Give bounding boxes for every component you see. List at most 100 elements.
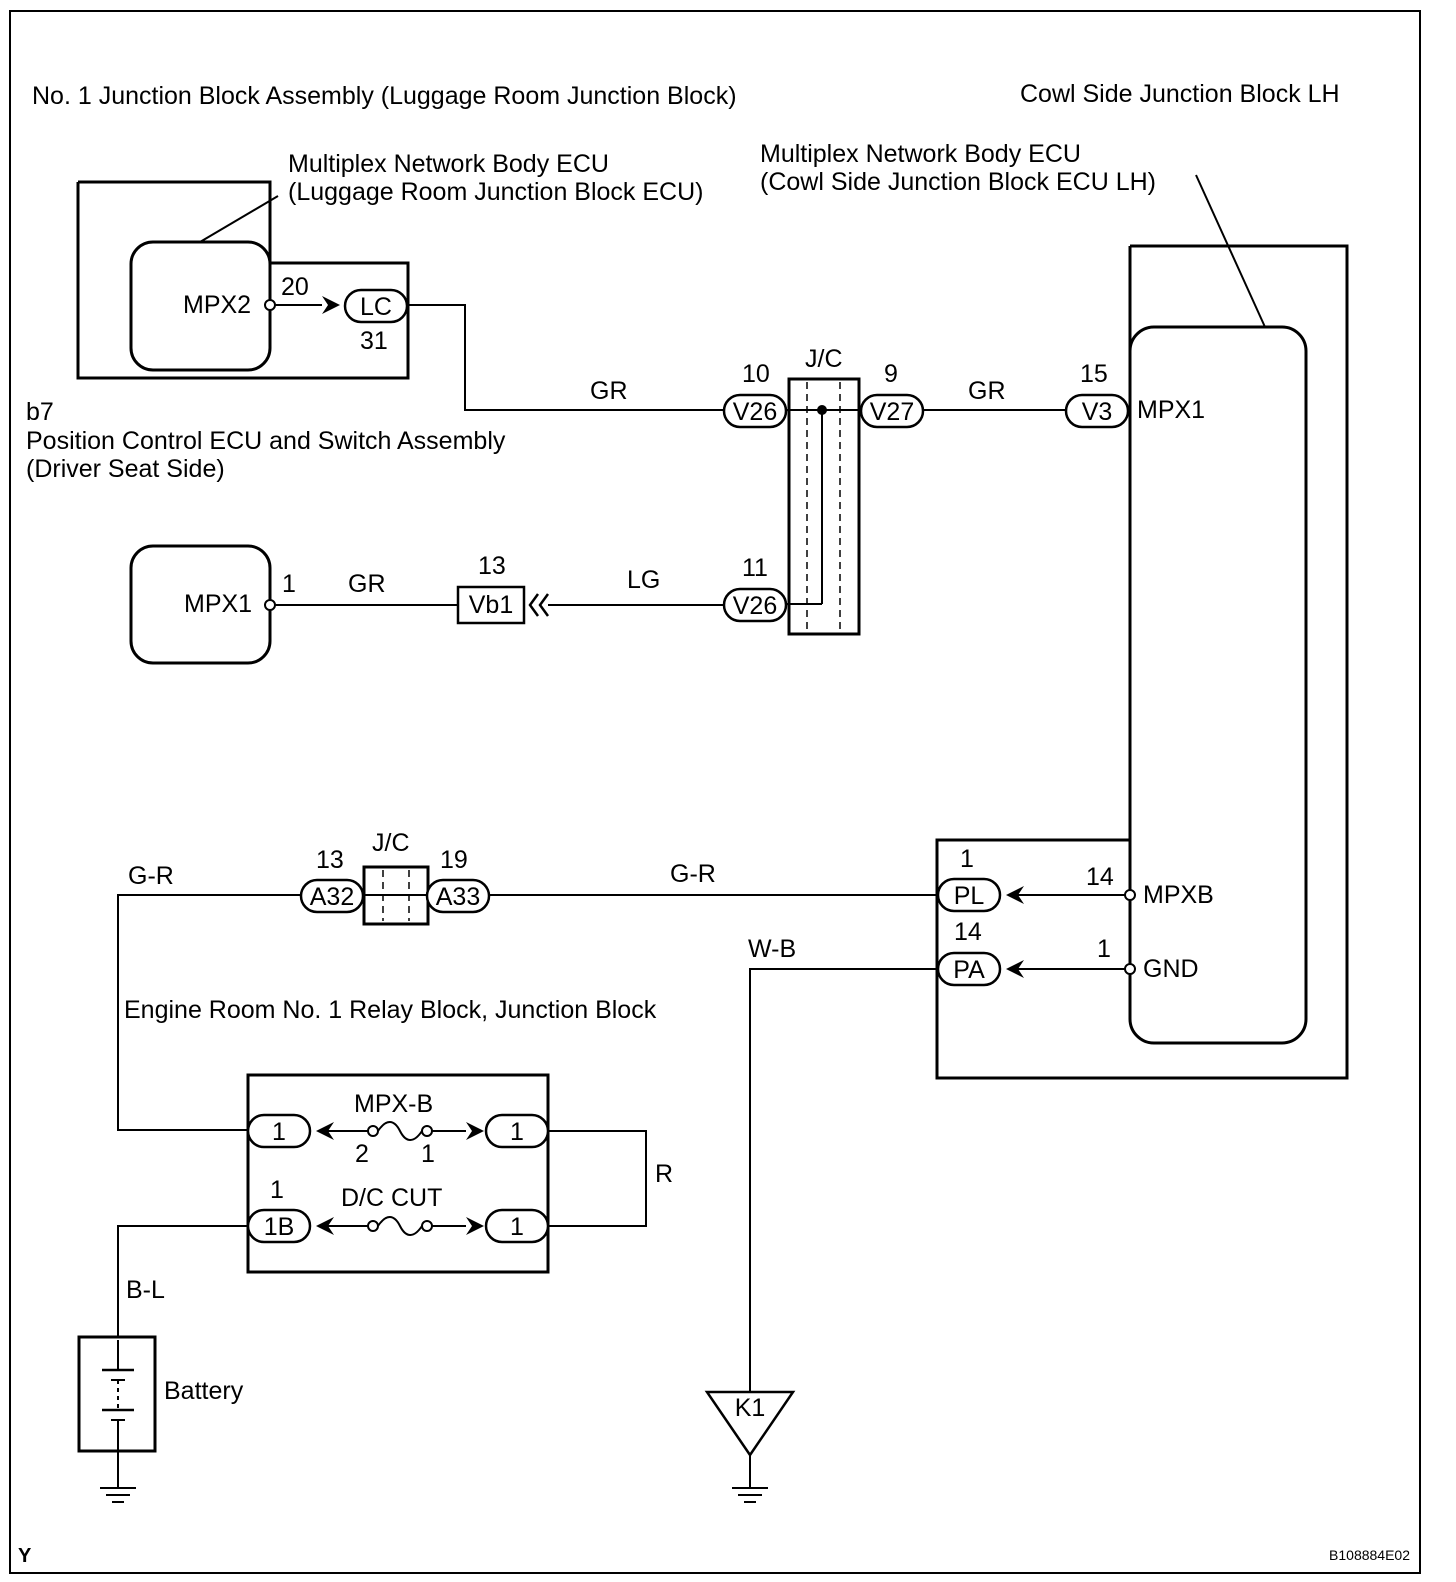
connector-arrow-icon [316,1217,334,1235]
engine-room-relay-block: 1 1 MPX-B 2 1 1 1B 1 D/C CUT [246,1073,550,1274]
position-control-ecu: MPX1 1 [129,544,296,665]
battery: Battery [77,1335,244,1453]
connector-lc-label: LC [360,293,392,321]
terminal-mpxb-pin [1124,889,1136,901]
ground-icon [100,1487,136,1503]
wire-r-loop [548,1130,647,1227]
v27-pin: 9 [884,360,898,388]
connector-arrow-icon [1006,960,1024,978]
luggage-junction-block: MPX2 20 LC 31 [76,180,410,380]
fuse-mpxb-label: MPX-B [354,1090,433,1118]
connector-arrow-icon [322,296,340,314]
connector-arrow-icon [466,1217,484,1235]
cowl-junction-block-title: Cowl Side Junction Block LH [1020,80,1340,108]
wire-label-gr-2: GR [968,377,1006,405]
pa-pin: 14 [954,918,982,946]
v3-pin: 15 [1080,360,1108,388]
b7-code: b7 [26,398,54,426]
wire-a32-to-fuse [117,894,301,1131]
a32-pin: 13 [316,846,344,874]
pl-pin: 1 [960,845,974,873]
terminal-gnd-pin [1124,963,1136,975]
diagram-frame [9,10,1421,1574]
double-chevron-icon [528,593,550,617]
page-corner-mark: Y [18,1545,32,1567]
connector-v3-label: V3 [1082,398,1113,426]
vb1-pin: 13 [478,552,506,580]
wire-label-gr-1: GR [590,377,628,405]
connector-v26-bottom-label: V26 [733,592,777,620]
cowl-ecu-leader-line [1195,174,1266,328]
fuse-mpxb-pin-left: 2 [355,1140,369,1168]
terminal-b7-mpx1-pin [264,599,276,611]
connector-er-right-top-label: 1 [510,1118,524,1146]
connector-a33-label: A33 [436,883,480,911]
splice-dot [817,405,827,415]
v26-top-pin: 10 [742,360,770,388]
wire-label-gr-dash-2: G-R [670,860,716,888]
mpxb-ecu-pin: 14 [1086,863,1114,891]
luggage-ecu-label-line2: (Luggage Room Junction Block ECU) [288,178,703,206]
ground-icon [732,1487,768,1503]
v26-bottom-pin: 11 [742,554,768,582]
luggage-ecu-leader-line [199,195,279,243]
connector-pl-label: PL [954,882,985,910]
terminal-b7-mpx1: MPX1 [184,590,252,618]
cowl-junction-block: 15 V3 MPX1 1 PL 14 MPXB 14 PA 1 GND [935,174,1349,1080]
b7-pin: 1 [282,570,296,598]
connector-arrow-icon [316,1122,334,1140]
fuse-dccut-label: D/C CUT [341,1184,442,1212]
terminal-mpxb: MPXB [1143,881,1214,909]
engine-room-block-title: Engine Room No. 1 Relay Block, Junction … [124,996,657,1024]
a33-pin: 19 [440,846,468,874]
figure-code: B108884E02 [1329,1547,1410,1563]
connector-er-left-top-label: 1 [272,1118,286,1146]
wire-label-bl: B-L [126,1276,165,1304]
cowl-ecu-label-line2: (Cowl Side Junction Block ECU LH) [760,168,1156,196]
wire-pa-to-ground [749,968,938,1392]
connector-v26-top [722,393,788,429]
b7-label-line2: (Driver Seat Side) [26,455,225,483]
connector-v27-label: V27 [870,398,914,426]
junction-connector-top: J/C 10 V26 9 V27 11 V26 [722,345,925,636]
gnd-ecu-pin: 1 [1097,935,1111,963]
connector-a32-label: A32 [310,883,354,911]
wire-lc-to-v26 [407,304,724,411]
battery-label: Battery [164,1377,244,1405]
wire-to-battery [117,1225,248,1337]
connector-v3 [1064,393,1130,429]
connector-er-left-bottom-label: 1B [264,1213,295,1241]
junction-connector-bottom: J/C 13 A32 19 A33 [299,829,491,926]
wire-label-lg: LG [627,566,660,594]
connector-er-left-top [246,1113,312,1149]
connector-arrow-icon [1006,886,1024,904]
cowl-ecu-label-line1: Multiplex Network Body ECU [760,140,1081,168]
wire-label-wb: W-B [748,935,796,963]
connector-vb1 [456,585,526,625]
connector-v26-top-label: V26 [733,398,777,426]
connector-arrow-icon [466,1122,484,1140]
b7-label-line1: Position Control ECU and Switch Assembly [26,427,506,455]
fuse-mpxb-pin-right: 1 [421,1140,435,1168]
luggage-ecu-label-line1: Multiplex Network Body ECU [288,150,609,178]
er-left-bottom-pin: 1 [270,1176,284,1204]
connector-pa-label: PA [953,956,985,984]
fuse-dccut-icon [377,1216,423,1236]
wire-label-r: R [655,1160,673,1188]
luggage-junction-block-title: No. 1 Junction Block Assembly (Luggage R… [32,82,737,110]
jc-bottom-label: J/C [372,829,410,857]
connector-vb1-label: Vb1 [469,591,513,619]
lc-pin-in: 20 [281,273,309,301]
wire-label-gr-dash-1: G-R [128,862,174,890]
fuse-mpxb-icon [377,1121,423,1141]
terminal-mpx2: MPX2 [183,291,251,319]
ground-point-k1: K1 [704,1390,796,1488]
lc-pin-out: 31 [360,327,388,355]
jc-top-label: J/C [805,345,843,373]
terminal-cowl-mpx1: MPX1 [1137,396,1205,424]
terminal-mpx2-pin [264,299,276,311]
terminal-gnd: GND [1143,955,1199,983]
ground-point-k1-label: K1 [735,1394,766,1422]
cowl-ecu-box [1128,325,1308,1045]
